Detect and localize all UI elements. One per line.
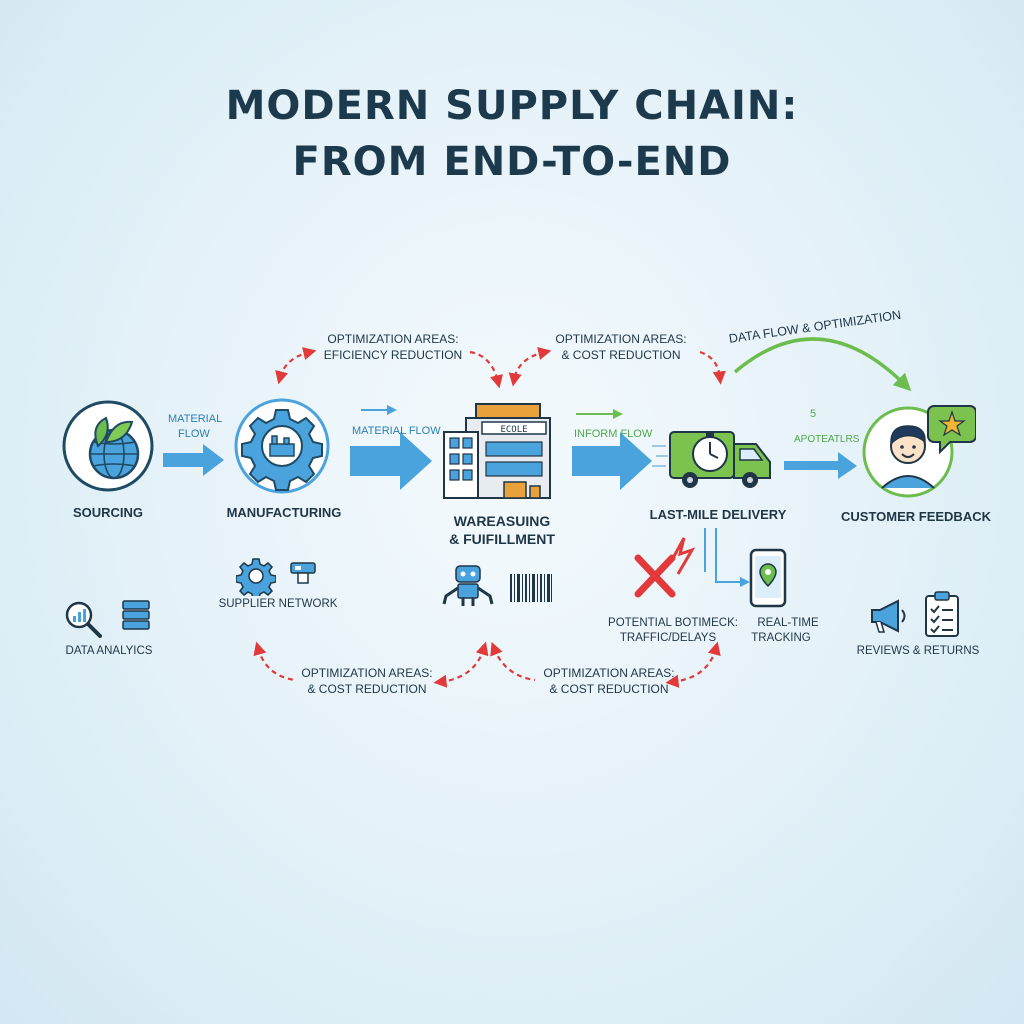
opt-top-left-line2: EFICIENCY REDUCTION <box>323 348 463 362</box>
manufacturing-gear-icon <box>234 398 330 494</box>
tracking-phone-icon <box>749 548 787 608</box>
material-flow-arrow-2 <box>350 432 432 490</box>
opt-bottom-right-line1: OPTIMIZATION AREAS: <box>543 666 675 680</box>
data-analytics-label: DATA ANALYICS <box>65 645 153 657</box>
diagram-title-line2: FROM END-TO-END <box>292 139 732 185</box>
diagram-title-line1: MODERN SUPPLY CHAIN: <box>225 83 799 129</box>
inform-flow-label: INFORM FLOW <box>574 428 653 440</box>
opt-bottom-left-line2: & COST REDUCTION <box>307 682 427 696</box>
opt-top-right-line2: & COST REDUCTION <box>561 348 681 362</box>
material-flow-arrow-1 <box>163 444 224 476</box>
barcode-icon <box>510 574 552 602</box>
bottleneck-label-2: TRAFFIC/DELAYS <box>619 632 717 644</box>
data-flow-arc <box>733 337 912 392</box>
apotera-label: APOTEATLRS <box>794 434 860 445</box>
delivery-truck-icon <box>652 431 771 488</box>
tracking-label-1: REAL-TIME <box>757 617 819 629</box>
supplier-device-icon <box>290 562 316 584</box>
supplier-gear-icon <box>236 558 276 596</box>
stage-warehousing-label-2: & FUIFILLMENT <box>449 531 555 547</box>
opt-bottom-right-line2: & COST REDUCTION <box>549 682 669 696</box>
customer-avatar-icon <box>862 405 976 498</box>
stage-manufacturing-label: MANUFACTURING <box>226 505 342 520</box>
bottleneck-label-1: POTENTIAL BOTIMECK: <box>608 617 738 629</box>
apotera-mark: 5 <box>810 408 817 420</box>
magnifier-analytics-icon <box>65 601 102 638</box>
server-stack-icon <box>122 600 150 630</box>
tracking-label-2: TRACKING <box>751 632 811 644</box>
tracking-connector <box>704 528 750 587</box>
opt-top-right-line1: OPTIMIZATION AREAS: <box>555 332 687 346</box>
sourcing-globe-icon <box>62 400 154 492</box>
inform-flow-arrow <box>572 432 652 490</box>
checklist-clipboard-icon <box>925 591 959 637</box>
stage-warehousing-label-1: WAREASUING <box>453 513 551 529</box>
opt-top-left-line1: OPTIMIZATION AREAS: <box>327 332 459 346</box>
warehouse-robot-icon <box>442 565 494 606</box>
supplier-network-label: SUPPLIER NETWORK <box>218 598 338 610</box>
to-customer-arrow <box>784 452 857 479</box>
top-optimization-arrows <box>275 346 726 389</box>
stage-customer-label: CUSTOMER FEEDBACK <box>841 509 991 524</box>
material-flow-label-1a: MATERIAL <box>168 413 223 425</box>
reviews-returns-label: REVIEWS & RETURNS <box>856 645 980 657</box>
material-flow-label-2: MATERIAL FLOW <box>352 425 441 437</box>
megaphone-icon <box>871 599 906 633</box>
stage-delivery-label: LAST-MILE DELIVERY <box>649 507 787 522</box>
bottom-optimization-arrows <box>253 641 721 688</box>
opt-bottom-left-line1: OPTIMIZATION AREAS: <box>301 666 433 680</box>
building-sign-text: ECOLE <box>500 425 527 435</box>
warehouse-building-icon: ECOLE <box>443 403 551 499</box>
stage-sourcing-label: SOURCING <box>72 505 144 520</box>
material-flow-label-1b: FLOW <box>178 428 210 440</box>
bottleneck-x-icon <box>634 537 696 598</box>
